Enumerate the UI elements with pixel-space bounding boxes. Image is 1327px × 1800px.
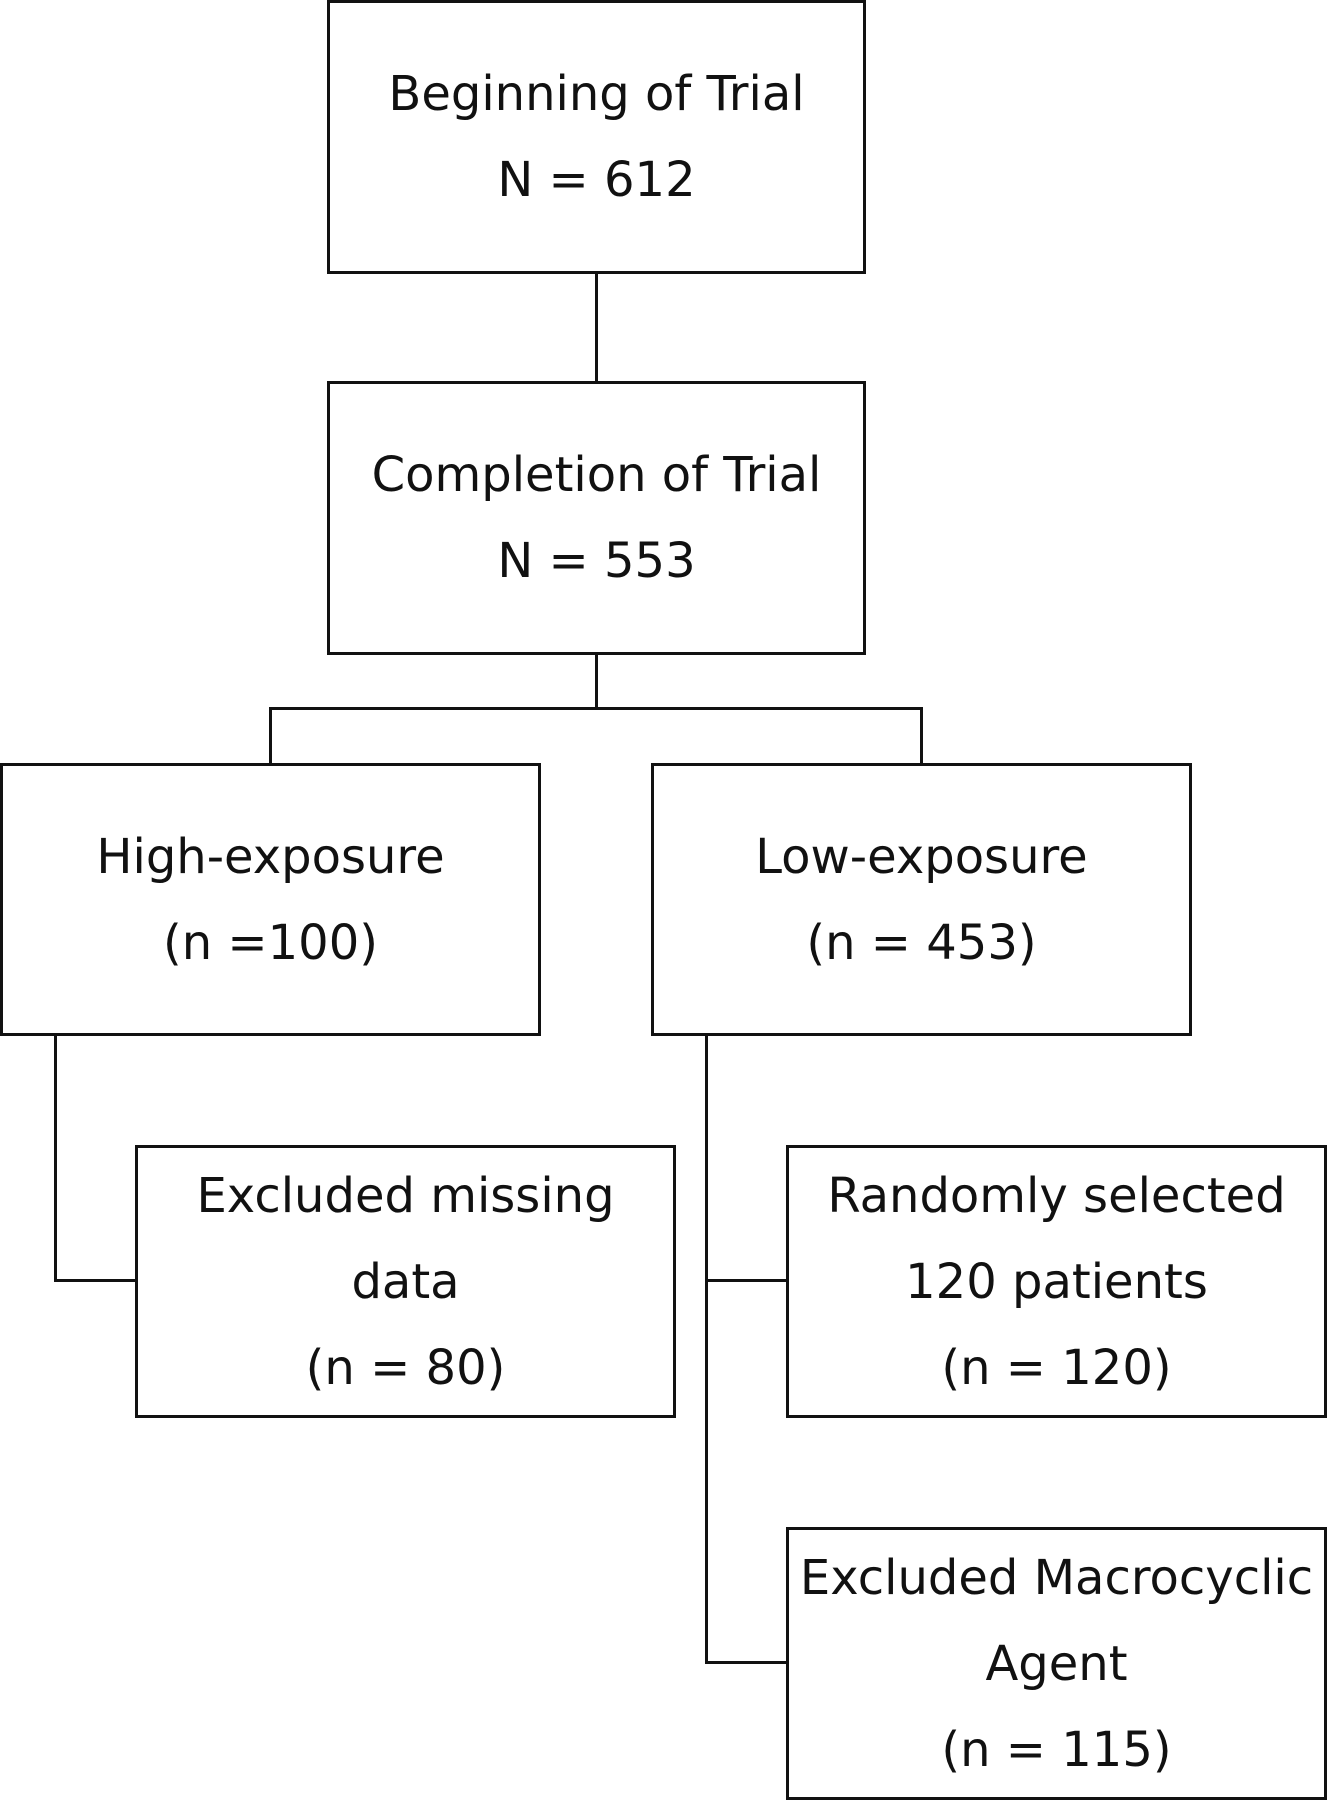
connector-high-vertical <box>54 1034 57 1282</box>
excluded-missing-count: (n = 80) <box>305 1339 506 1396</box>
connector-low-to-random <box>705 1279 789 1282</box>
connector-branch-horizontal <box>269 707 923 710</box>
excluded-missing-line2: data <box>351 1253 460 1310</box>
randomly-selected-box: Randomly selected 120 patients (n = 120) <box>786 1145 1327 1418</box>
beginning-count: N = 612 <box>497 152 696 208</box>
completion-count: N = 553 <box>497 533 696 589</box>
connector-branch-right <box>920 707 923 765</box>
completion-title: Completion of Trial <box>371 447 822 503</box>
excluded-macro-line2: Agent <box>985 1635 1128 1692</box>
low-exposure-title: Low-exposure <box>755 828 1088 885</box>
connector-low-vertical <box>705 1034 708 1664</box>
completion-of-trial-box: Completion of Trial N = 553 <box>327 381 866 655</box>
excluded-macrocyclic-box: Excluded Macrocyclic Agent (n = 115) <box>786 1527 1327 1800</box>
connector-beginning-completion <box>595 271 598 383</box>
excluded-macro-count: (n = 115) <box>941 1721 1172 1778</box>
beginning-title: Beginning of Trial <box>388 66 805 122</box>
random-count: (n = 120) <box>941 1339 1172 1396</box>
random-line2: 120 patients <box>905 1253 1208 1310</box>
low-exposure-count: (n = 453) <box>806 914 1037 971</box>
beginning-of-trial-box: Beginning of Trial N = 612 <box>327 0 866 274</box>
connector-low-to-macrocyclic <box>705 1661 789 1664</box>
excluded-macro-line1: Excluded Macrocyclic <box>799 1549 1314 1606</box>
connector-completion-stem <box>595 653 598 708</box>
connector-high-to-excluded <box>54 1279 138 1282</box>
excluded-missing-line1: Excluded missing <box>196 1167 615 1224</box>
excluded-missing-data-box: Excluded missing data (n = 80) <box>135 1145 676 1418</box>
random-line1: Randomly selected <box>827 1167 1286 1224</box>
connector-branch-left <box>269 707 272 765</box>
high-exposure-title: High-exposure <box>96 828 445 885</box>
high-exposure-box: High-exposure (n =100) <box>0 763 541 1036</box>
low-exposure-box: Low-exposure (n = 453) <box>651 763 1192 1036</box>
high-exposure-count: (n =100) <box>163 914 378 971</box>
